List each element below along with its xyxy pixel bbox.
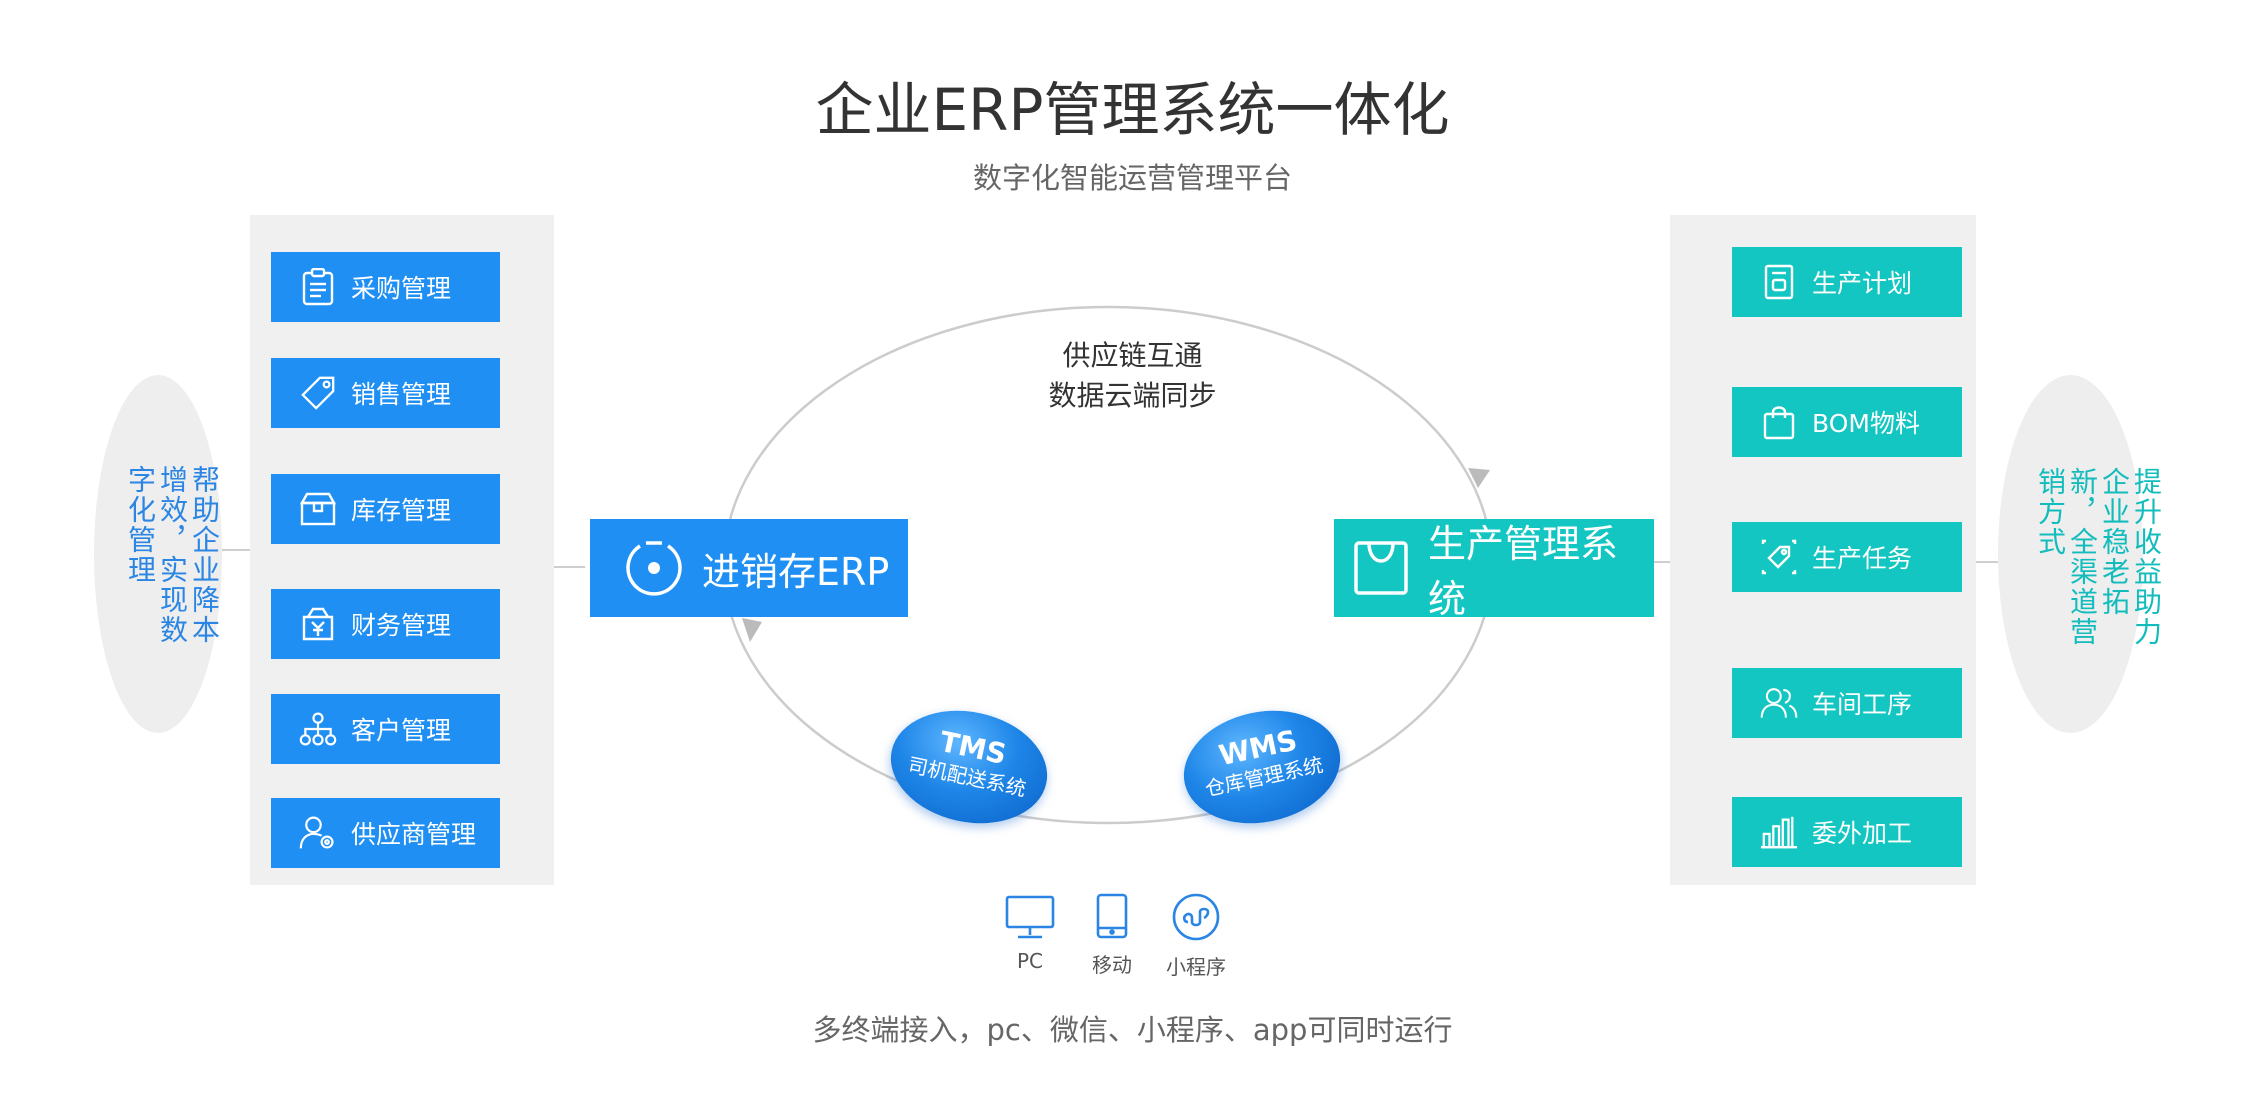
module-outsourcing[interactable]: 委外加工 (1732, 797, 1962, 867)
module-label: 客户管理 (351, 716, 452, 745)
left-module-panel (250, 215, 554, 885)
task-tag-icon (1760, 538, 1798, 576)
module-supplier[interactable]: 供应商管理 (271, 798, 500, 868)
module-workshop[interactable]: 车间工序 (1732, 668, 1962, 738)
erp-system-box[interactable]: 进销存ERP (590, 519, 908, 617)
module-label: 生产任务 (1812, 544, 1913, 573)
module-bom[interactable]: BOM物料 (1732, 387, 1962, 457)
module-label: 委外加工 (1812, 819, 1913, 848)
tag-icon (299, 374, 337, 412)
module-sales[interactable]: 销售管理 (271, 358, 500, 428)
footer-note: 多终端接入，pc、微信、小程序、app可同时运行 (812, 1013, 1453, 1047)
module-production-plan[interactable]: 生产计划 (1732, 247, 1962, 317)
module-label: 供应商管理 (351, 820, 477, 849)
bar-chart-icon (1760, 813, 1798, 851)
device-label: 小程序 (1166, 955, 1226, 979)
module-finance[interactable]: 财务管理 (271, 589, 500, 659)
hierarchy-icon (299, 710, 337, 748)
erp-label: 进销存ERP (702, 549, 890, 594)
shopping-bag-icon (1352, 539, 1410, 597)
users-icon (1760, 684, 1798, 722)
module-inventory[interactable]: 库存管理 (271, 474, 500, 544)
user-gear-icon (299, 814, 337, 852)
bag-icon (1760, 403, 1798, 441)
right-benefit-oval: 提升收益助力企业稳老拓新，全渠道营销方式 (1998, 375, 2163, 733)
target-icon (624, 538, 684, 598)
module-label: 销售管理 (351, 380, 452, 409)
supply-chain-text: 供应链互通 (1062, 339, 1203, 372)
clipboard-icon (299, 268, 337, 306)
device-mobile: 移动 (1082, 892, 1142, 978)
device-label: 移动 (1092, 953, 1132, 977)
module-label: 生产计划 (1812, 269, 1913, 298)
page-title: 企业ERP管理系统一体化 (815, 76, 1450, 144)
device-mini-program: 小程序 (1156, 892, 1236, 980)
device-label: PC (1016, 949, 1044, 973)
module-label: 财务管理 (351, 611, 452, 640)
mini-program-icon (1171, 892, 1221, 947)
monitor-icon (1004, 894, 1056, 945)
left-benefit-oval: 帮助企业降本增效，实现数字化管理 (94, 375, 222, 733)
device-pc: PC (1000, 894, 1060, 973)
production-label: 生产管理系统 (1428, 522, 1619, 621)
module-customer[interactable]: 客户管理 (271, 694, 500, 764)
module-procurement[interactable]: 采购管理 (271, 252, 500, 322)
yen-icon (299, 605, 337, 643)
left-benefit-text: 帮助企业降本增效，实现数字化管理 (124, 465, 221, 645)
page-subtitle: 数字化智能运营管理平台 (972, 161, 1292, 195)
module-label: 车间工序 (1812, 690, 1913, 719)
production-system-box[interactable]: 生产管理系统 (1334, 519, 1654, 621)
module-label: BOM物料 (1812, 409, 1920, 438)
right-benefit-text: 提升收益助力企业稳老拓新，全渠道营销方式 (2034, 467, 2163, 647)
cloud-sync-text: 数据云端同步 (1048, 379, 1217, 412)
module-label: 库存管理 (351, 496, 452, 525)
module-production-task[interactable]: 生产任务 (1732, 522, 1962, 592)
box-icon (299, 490, 337, 528)
doc-icon (1760, 263, 1798, 301)
phone-icon (1095, 892, 1129, 945)
module-label: 采购管理 (351, 274, 452, 303)
